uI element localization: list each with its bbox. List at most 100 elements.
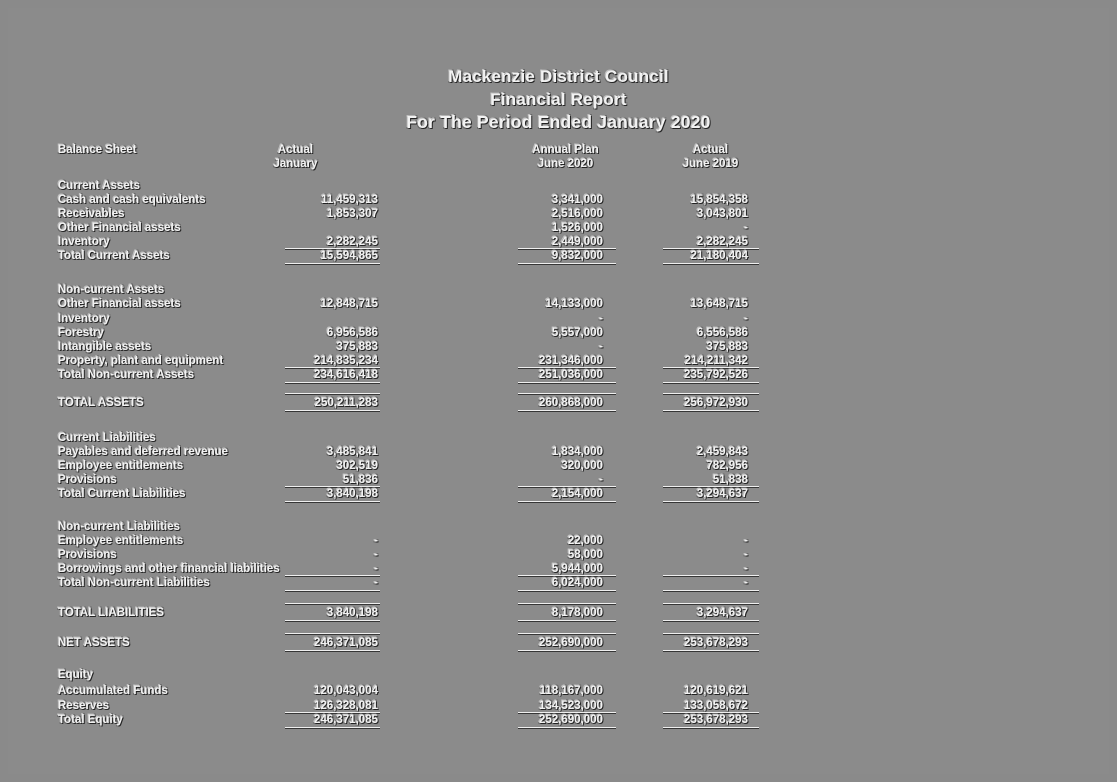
row-value-actual-january: 246,371,085 — [314, 714, 378, 726]
row-value-actual-june: 214,211,342 — [684, 355, 748, 367]
row-label: Employee entitlements — [58, 535, 184, 547]
subtotal-rule — [285, 590, 380, 591]
row-value-actual-january: 246,371,085 — [314, 637, 378, 649]
row-value-actual-january: 51,836 — [342, 474, 378, 486]
grandtotal-rule — [285, 393, 380, 394]
table-row: Provisions - 58,000 - — [8, 548, 1109, 563]
column-header-1-line2: January — [273, 158, 318, 170]
grandtotal-rule — [663, 393, 759, 394]
statement-title: Balance Sheet — [58, 144, 137, 156]
subtotal-rule — [285, 382, 380, 383]
row-label: Inventory — [58, 236, 110, 248]
subtotal-rule — [663, 575, 759, 576]
subtotal-rule — [663, 382, 759, 383]
table-row-total: Total Current Liabilities 3,840,198 2,15… — [8, 487, 1109, 502]
row-label: Total Non-current Assets — [58, 369, 195, 381]
row-value-annual-plan: 252,690,000 — [539, 714, 603, 726]
row-label: Accumulated Funds — [58, 685, 168, 697]
row-value-actual-january: 12,848,715 — [320, 298, 378, 310]
table-row-grand-total-assets: TOTAL ASSETS 250,211,283 260,868,000 256… — [8, 396, 1109, 411]
subtotal-rule — [518, 367, 616, 368]
row-value-actual-january: - — [374, 577, 378, 589]
organisation-name: Mackenzie District Council — [448, 67, 669, 86]
report-period: For The Period Ended January 2020 — [406, 112, 711, 132]
report-name: Financial Report — [490, 90, 627, 109]
table-row: Receivables 1,853,307 2,516,000 3,043,80… — [8, 207, 1109, 222]
row-value-annual-plan: 260,868,000 — [539, 397, 603, 409]
table-row: Provisions 51,836 - 51,838 — [8, 473, 1109, 488]
row-value-actual-june: 253,678,293 — [684, 714, 748, 726]
row-value-actual-january: 126,328,081 — [314, 700, 378, 712]
subtotal-rule — [663, 367, 759, 368]
row-value-actual-january: 15,594,865 — [320, 250, 378, 262]
row-value-actual-january: 250,211,283 — [314, 397, 378, 409]
row-label: Total Current Assets — [58, 250, 170, 262]
statement-header-row: Balance Sheet Actual Annual Plan Actual — [8, 143, 1109, 158]
row-value-annual-plan: 5,557,000 — [551, 327, 603, 339]
row-value-annual-plan: 3,341,000 — [551, 194, 603, 206]
row-value-actual-january: 302,519 — [336, 460, 378, 472]
table-row: Cash and cash equivalents 11,459,313 3,3… — [8, 193, 1109, 208]
row-value-actual-june: 375,883 — [706, 341, 748, 353]
row-value-actual-june: 15,854,358 — [690, 194, 748, 206]
column-subheader-row: January June 2020 June 2019 — [8, 157, 1109, 172]
row-value-actual-june: 782,956 — [706, 460, 748, 472]
row-value-actual-june: 6,556,586 — [696, 327, 748, 339]
table-row-net-assets: NET ASSETS 246,371,085 252,690,000 253,6… — [8, 636, 1109, 651]
row-value-actual-june: - — [744, 313, 748, 325]
row-value-annual-plan: - — [599, 474, 603, 486]
section-heading-current-assets: Current Assets — [58, 180, 141, 192]
row-value-actual-june: - — [744, 577, 748, 589]
subtotal-rule — [285, 727, 380, 728]
grandtotal-rule — [285, 620, 380, 621]
grandtotal-rule — [285, 410, 380, 411]
subtotal-rule — [663, 263, 759, 264]
row-value-annual-plan: 58,000 — [567, 549, 603, 561]
table-row: Property, plant and equipment 214,835,23… — [8, 354, 1109, 369]
row-value-annual-plan: 231,346,000 — [539, 355, 603, 367]
row-value-actual-june: 51,838 — [712, 474, 748, 486]
table-row: Payables and deferred revenue 3,485,841 … — [8, 445, 1109, 460]
row-value-actual-june: 256,972,930 — [684, 397, 748, 409]
row-value-actual-january: 3,840,198 — [326, 607, 378, 619]
row-value-annual-plan: 2,449,000 — [551, 236, 603, 248]
row-label: Cash and cash equivalents — [58, 194, 206, 206]
row-label: Provisions — [58, 474, 117, 486]
row-label: Total Equity — [58, 714, 123, 726]
grandtotal-rule — [518, 393, 616, 394]
row-value-actual-june: 133,058,672 — [684, 700, 748, 712]
row-value-annual-plan: 118,167,000 — [539, 685, 603, 697]
table-row: Borrowings and other financial liabiliti… — [8, 562, 1109, 577]
row-value-actual-january: 3,485,841 — [326, 446, 378, 458]
grandtotal-rule — [518, 633, 616, 634]
subtotal-rule — [285, 263, 380, 264]
row-value-actual-june: 3,294,637 — [696, 488, 748, 500]
subtotal-rule — [518, 263, 616, 264]
grandtotal-rule — [518, 620, 616, 621]
column-header-3-line2: June 2019 — [682, 158, 739, 170]
subtotal-rule — [285, 575, 380, 576]
subtotal-rule — [285, 712, 380, 713]
row-value-actual-january: 120,043,004 — [314, 685, 378, 697]
row-value-actual-june: 235,792,526 — [684, 369, 748, 381]
section-heading-current-liabilities: Current Liabilities — [58, 432, 156, 444]
subtotal-rule — [518, 486, 616, 487]
financial-report-page: Mackenzie District Council Financial Rep… — [8, 8, 1109, 774]
row-label: Employee entitlements — [58, 460, 184, 472]
row-label: Property, plant and equipment — [58, 355, 224, 367]
row-value-actual-january: - — [374, 535, 378, 547]
row-value-actual-june: 13,648,715 — [690, 298, 748, 310]
row-label: Payables and deferred revenue — [58, 446, 229, 458]
row-value-annual-plan: 2,516,000 — [551, 208, 603, 220]
row-label: Borrowings and other financial liabiliti… — [58, 563, 280, 575]
subtotal-rule — [663, 727, 759, 728]
column-header-1-line1: Actual — [277, 144, 314, 156]
grandtotal-rule — [285, 633, 380, 634]
row-value-actual-january: 375,883 — [336, 341, 378, 353]
row-value-annual-plan: 22,000 — [567, 535, 603, 547]
table-row: Employee entitlements 302,519 320,000 78… — [8, 459, 1109, 474]
grandtotal-rule — [663, 650, 759, 651]
subtotal-rule — [518, 501, 616, 502]
row-label: Inventory — [58, 313, 110, 325]
